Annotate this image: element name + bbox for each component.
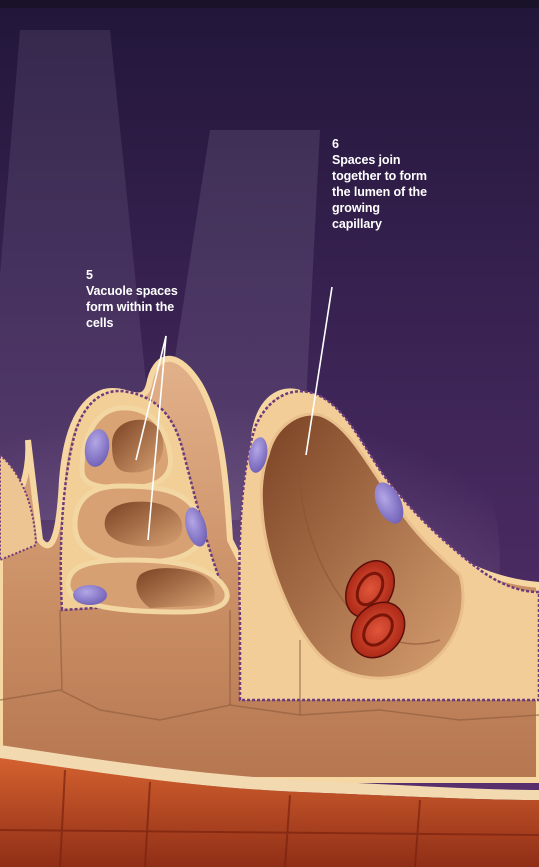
annotation-6: 6 Spaces join together to form the lumen…: [332, 136, 427, 232]
annotation-5: 5 Vacuole spaces form within the cells: [86, 267, 178, 331]
annotation-5-number: 5: [86, 267, 178, 283]
annotation-5-text: Vacuole spaces form within the cells: [86, 283, 178, 331]
annotation-6-text: Spaces join together to form the lumen o…: [332, 152, 427, 232]
nucleus: [73, 585, 107, 605]
annotation-6-number: 6: [332, 136, 427, 152]
